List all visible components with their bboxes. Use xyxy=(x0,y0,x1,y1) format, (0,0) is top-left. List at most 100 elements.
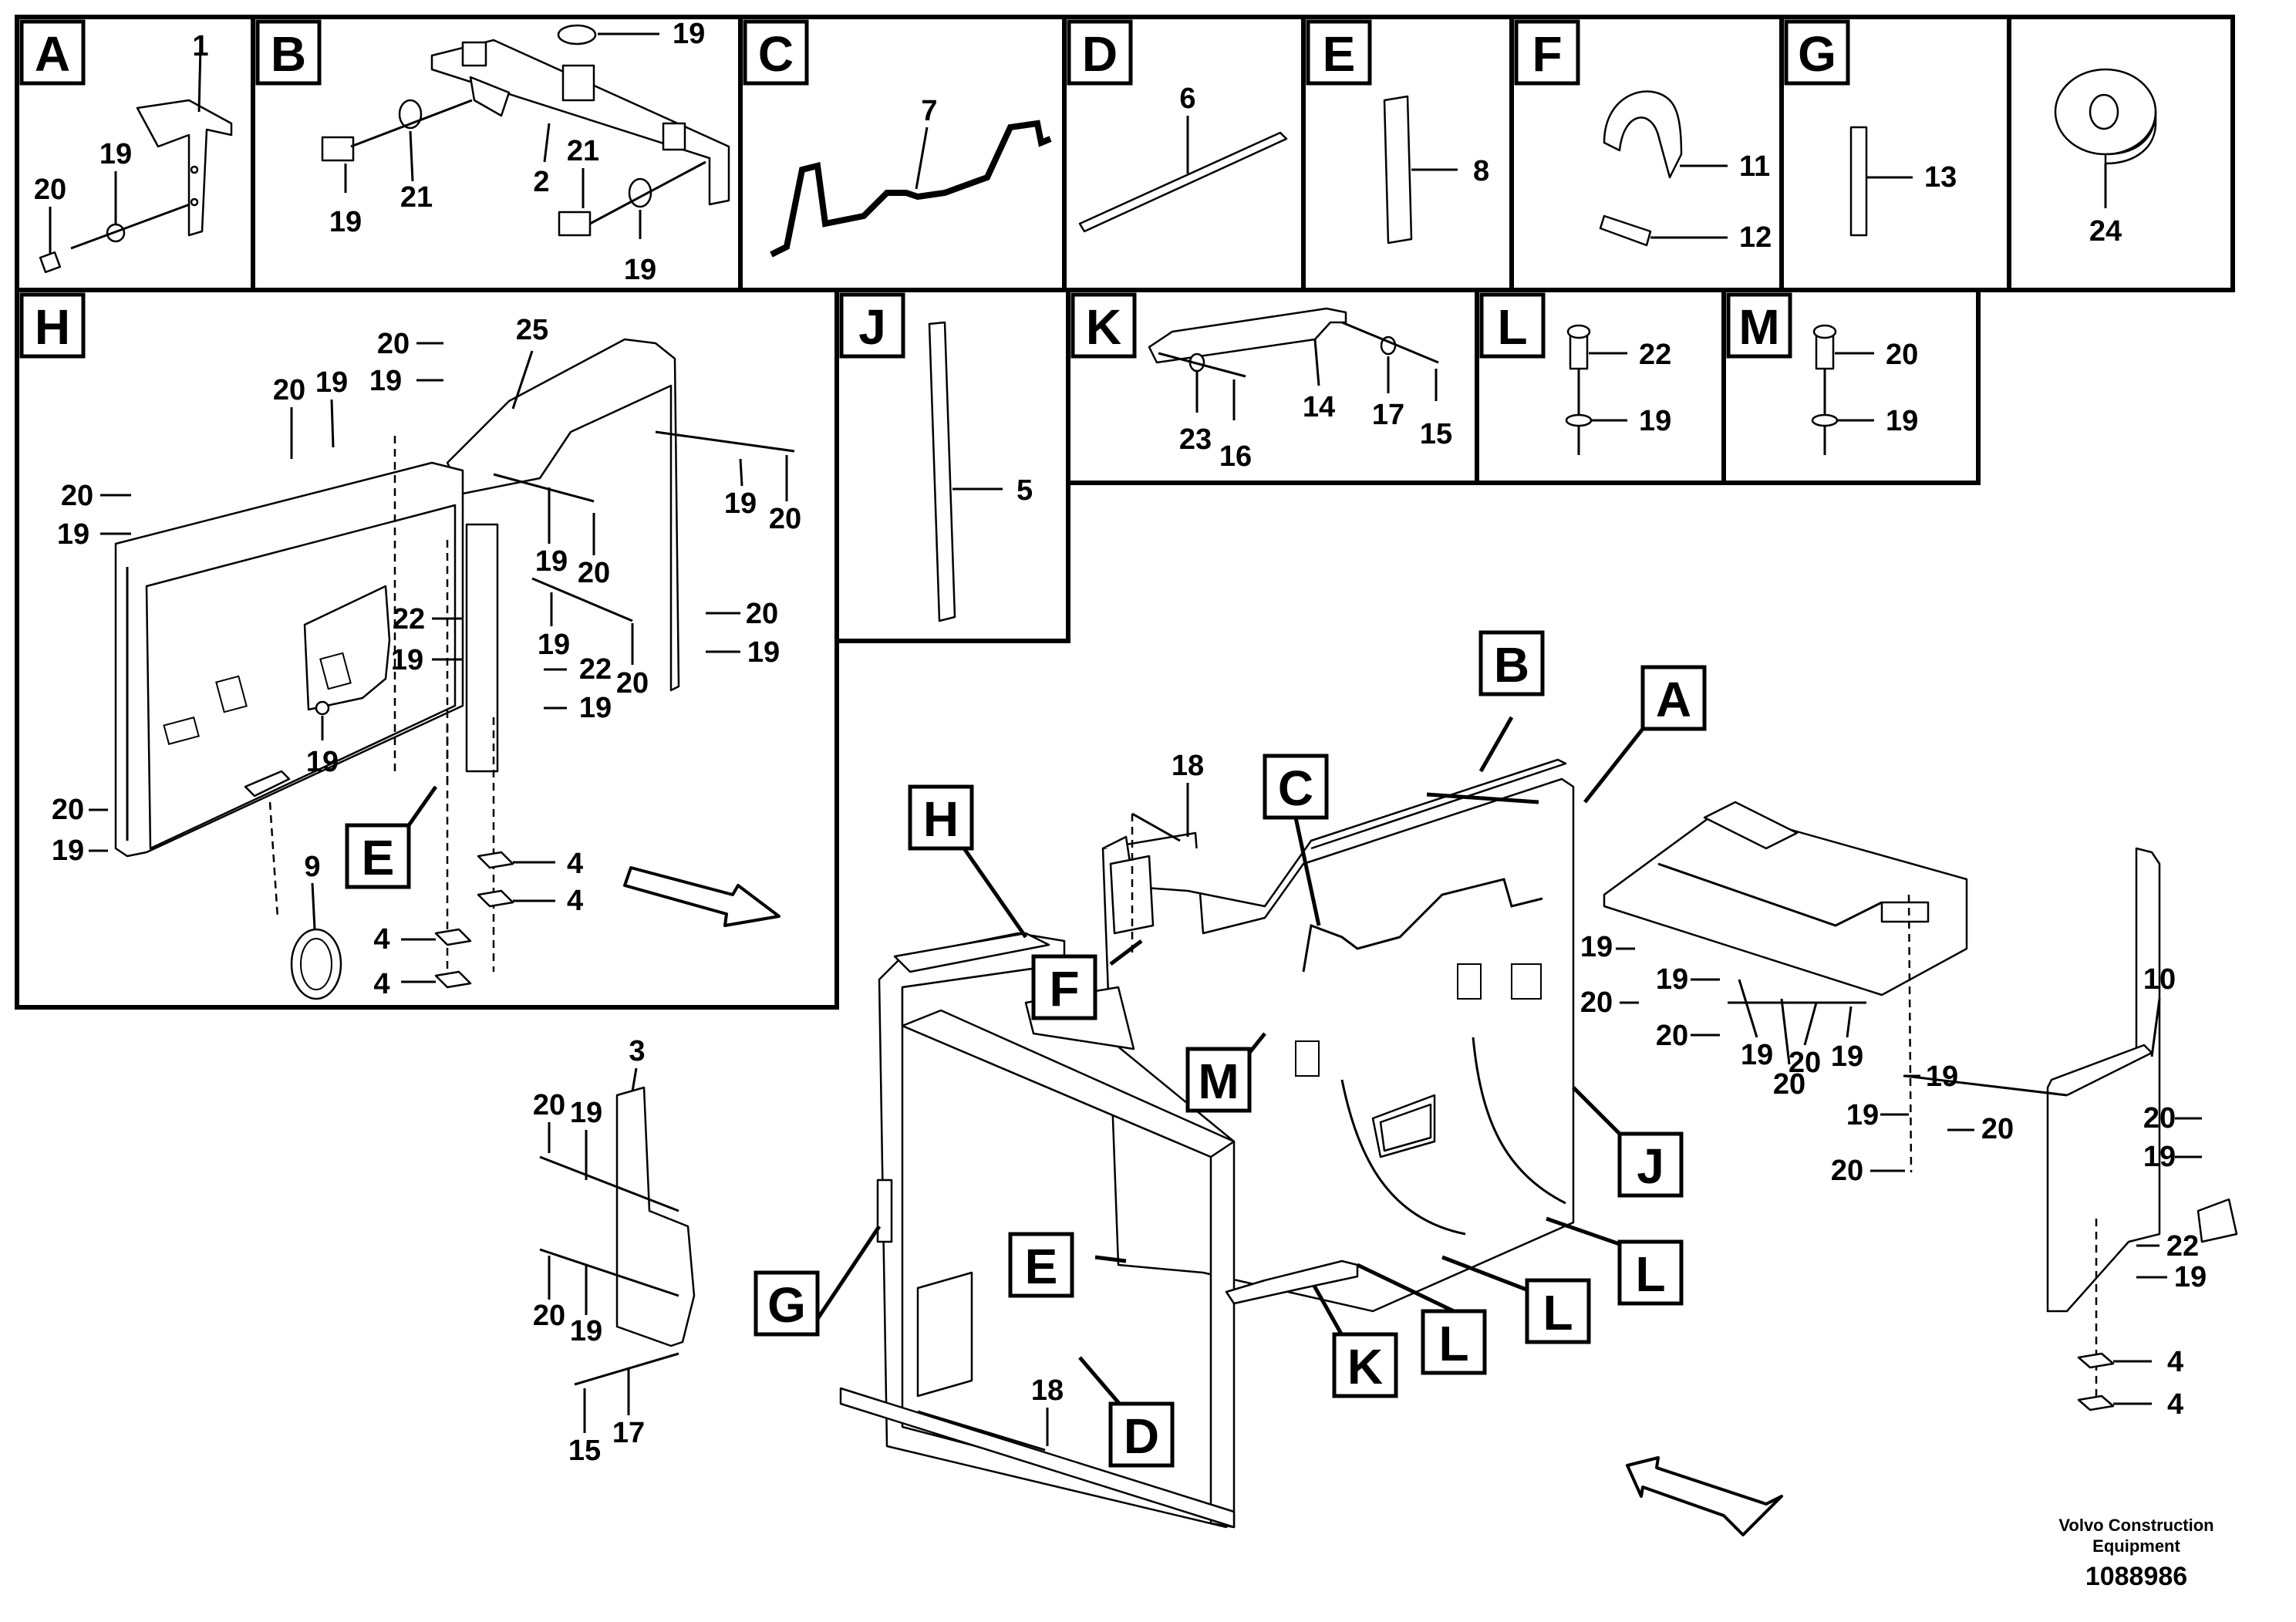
part-number-label: 20 xyxy=(1773,1068,1805,1101)
part-number-label: 19 xyxy=(1831,1040,1863,1073)
part-number-label: 20 xyxy=(533,1300,565,1332)
callout-a xyxy=(1640,665,1707,731)
part-number-label: 19 xyxy=(724,487,757,520)
part-number-label: L xyxy=(1497,299,1527,355)
part-number-label: 18 xyxy=(1031,1374,1064,1407)
panel-m: M 20 19 xyxy=(1721,288,1981,485)
part-number-label: 19 xyxy=(1886,405,1918,437)
part-number-label: F xyxy=(1532,26,1562,82)
part-number-label: 23 xyxy=(1179,423,1212,456)
part-number-label: B xyxy=(271,26,306,82)
part-number-label: F xyxy=(1049,961,1079,1017)
panel-h-sublabel-e-badge xyxy=(345,823,411,889)
part-number-label: 4 xyxy=(2167,1388,2183,1421)
callout-f xyxy=(1031,954,1097,1020)
panel-a-badge xyxy=(19,19,86,86)
callout-d xyxy=(1108,1401,1175,1468)
part-number-label: 1 xyxy=(192,30,208,62)
part-number-label: 19 xyxy=(315,366,348,399)
part-number-label: 19 xyxy=(99,138,132,170)
callout-k xyxy=(1332,1332,1398,1398)
part-number-label: 4 xyxy=(373,923,389,956)
panel-j: J 5 xyxy=(834,288,1070,643)
part-number-label: C xyxy=(758,26,794,82)
part-number-label: 19 xyxy=(52,835,84,867)
part-number-label: M xyxy=(1198,1054,1239,1109)
part-number-label: C xyxy=(1278,760,1313,816)
part-number-label: 20 xyxy=(616,667,649,700)
part-number-label: G xyxy=(767,1277,806,1333)
part-number-label: 19 xyxy=(1926,1061,1958,1093)
part-number-label: 13 xyxy=(1924,161,1957,194)
direction-arrow-icon-main xyxy=(1626,1456,1783,1536)
callout-e xyxy=(1008,1232,1074,1298)
part-number-label: 20 xyxy=(1831,1155,1863,1187)
panel-d: D 6 xyxy=(1062,15,1306,292)
part-number-label: 10 xyxy=(2143,963,2176,996)
part-number-label: 19 xyxy=(570,1315,602,1347)
part-number-label: D xyxy=(1124,1408,1159,1464)
part-number-label: 19 xyxy=(57,518,89,551)
part-number-label: 5 xyxy=(1017,474,1033,507)
callout-m xyxy=(1185,1047,1252,1113)
part-number-label: 15 xyxy=(1420,418,1452,450)
part-number-label: 3 xyxy=(629,1035,645,1067)
part-number-label: 12 xyxy=(1739,221,1772,254)
part-number-label: 19 xyxy=(2174,1261,2207,1293)
document-number: 1088986 xyxy=(2085,1562,2187,1591)
part-number-label: 16 xyxy=(1219,440,1252,473)
part-number-label: 20 xyxy=(2143,1102,2176,1135)
part-number-label: 22 xyxy=(579,653,612,686)
callout-h xyxy=(908,784,974,851)
part-number-label: 19 xyxy=(579,692,612,724)
part-number-label: L xyxy=(1542,1285,1573,1340)
part-number-label: 4 xyxy=(373,968,389,1000)
part-number-label: 4 xyxy=(2167,1346,2183,1378)
part-number-label: A xyxy=(1656,672,1691,727)
panel-a: A 1 19 20 xyxy=(15,15,255,292)
part-number-label: 19 xyxy=(2143,1141,2176,1173)
part-number-label: L xyxy=(1438,1316,1468,1371)
main-assembly: 10 3 20 19 20 19 15 17 18 18 19 20 xyxy=(533,750,2238,1536)
direction-arrow-icon xyxy=(623,866,781,927)
part-number-label: 20 xyxy=(1886,339,1918,371)
part-number-label: M xyxy=(1738,299,1779,355)
panel-b: B 19 2 19 21 21 19 xyxy=(251,15,743,292)
callout-c xyxy=(1263,754,1329,820)
main-callouts: B A C H F M J G E D K L xyxy=(754,630,1707,1468)
part-number-label: 25 xyxy=(516,314,548,346)
callout-l-3 xyxy=(1617,1239,1684,1306)
part-number-label: 7 xyxy=(921,95,937,127)
panel-k: K 14 17 15 23 16 xyxy=(1066,288,1479,485)
part-number-label: 14 xyxy=(1303,391,1335,423)
part-number-label: D xyxy=(1082,26,1118,82)
part-number-label: 21 xyxy=(400,181,433,214)
part-number-label: 19 xyxy=(306,746,339,778)
part-number-label: 20 xyxy=(1656,1020,1688,1052)
part-number-label: 17 xyxy=(1372,399,1404,431)
part-number-label: 22 xyxy=(2166,1230,2199,1263)
callout-l-2 xyxy=(1525,1278,1591,1344)
part-number-label: 18 xyxy=(1172,750,1204,782)
panel-e: E 8 xyxy=(1301,15,1514,292)
part-number-label: 20 xyxy=(1789,1047,1821,1079)
panel-l: L 22 19 xyxy=(1475,288,1726,485)
part-number-label: 11 xyxy=(1739,150,1770,183)
brand-line-2: Equipment xyxy=(2092,1536,2180,1556)
part-number-label: 19 xyxy=(1639,405,1671,437)
panel-a-label: A xyxy=(35,26,70,82)
part-number-label: 19 xyxy=(391,644,423,676)
part-number-label: 15 xyxy=(568,1435,601,1467)
part-number-label: 17 xyxy=(612,1417,645,1449)
part-number-label: 20 xyxy=(61,480,93,512)
part-number-label: J xyxy=(858,299,886,355)
part-number-label: 20 xyxy=(769,503,801,535)
footer: Volvo Construction Equipment 1088986 xyxy=(2058,1516,2213,1591)
part-number-label: 19 xyxy=(747,636,780,669)
part-number-label: B xyxy=(1494,637,1529,693)
part-number-label: G xyxy=(1798,26,1836,82)
callout-b xyxy=(1478,630,1545,696)
part-number-label: H xyxy=(35,299,70,355)
part-number-label: 20 xyxy=(746,598,778,630)
